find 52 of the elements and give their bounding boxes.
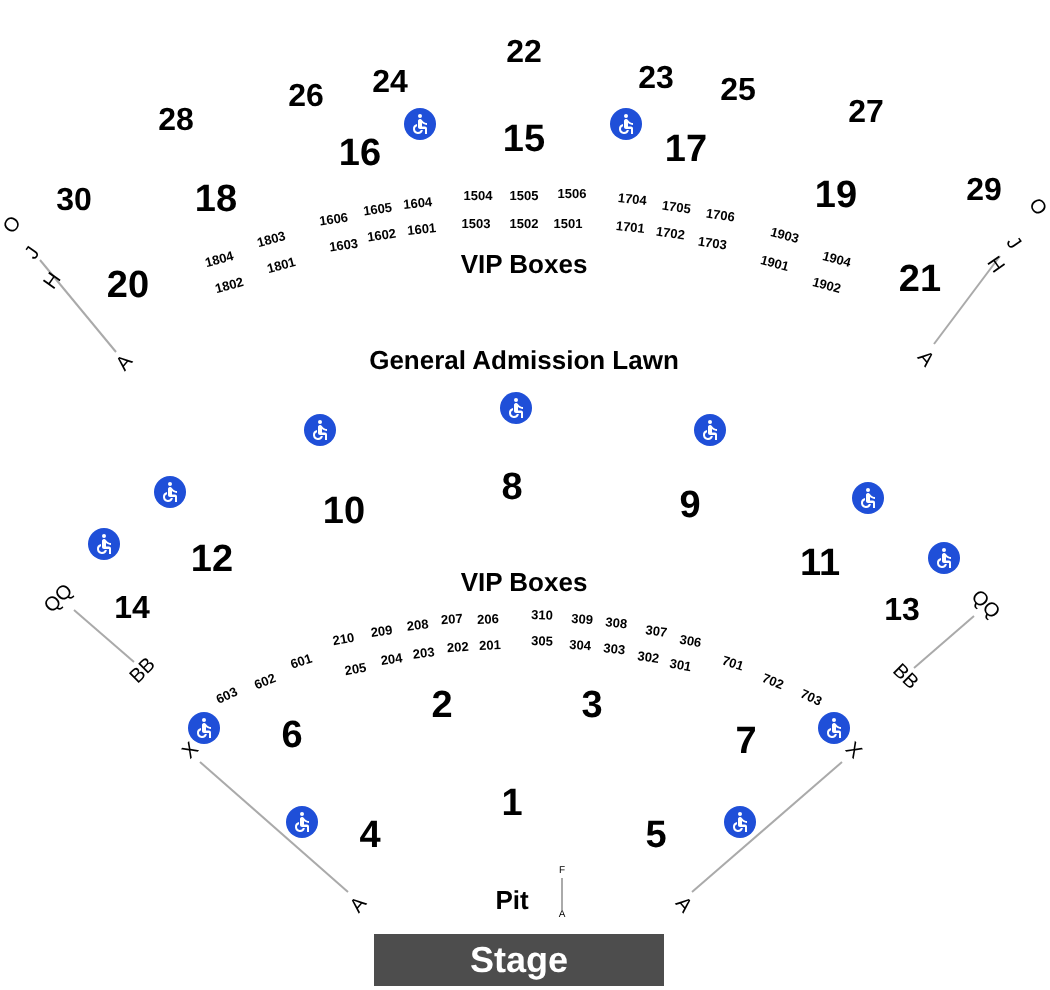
row-letter: A [670, 894, 694, 918]
section-number: 22 [506, 38, 542, 70]
section-number: 14 [114, 594, 150, 626]
section-number: 9 [679, 487, 701, 525]
section-number: 24 [372, 68, 408, 100]
section-number: 18 [194, 181, 238, 219]
section-number: 10 [322, 493, 366, 531]
section-number: 7 [735, 723, 757, 761]
section-number: 30 [56, 186, 92, 218]
section-number: 5 [645, 817, 667, 855]
section-number: 23 [638, 64, 674, 96]
row-letter: A [114, 352, 138, 376]
row-letter: BB [127, 655, 161, 689]
row-letter: H [41, 270, 67, 294]
stage-block [374, 934, 664, 986]
section-number: 8 [501, 469, 523, 507]
section-number: 3 [581, 687, 603, 725]
row-letter: X [180, 740, 204, 764]
row-letter: O [1, 213, 27, 239]
row-letter: QQ [41, 581, 79, 619]
row-letter: A [912, 348, 936, 372]
area-label: General Admission Lawn [369, 347, 679, 373]
row-letter: QQ [965, 587, 1003, 625]
section-number: 29 [966, 176, 1002, 208]
area-label: Pit [495, 887, 529, 913]
section-number: 28 [158, 106, 194, 138]
section-number: 2 [431, 687, 453, 725]
section-number: 11 [799, 545, 841, 583]
row-letter: J [1000, 234, 1024, 254]
row-letter: J [22, 244, 46, 264]
section-number: 21 [898, 261, 942, 299]
section-number: 27 [848, 98, 884, 130]
row-letter: O [1023, 195, 1049, 221]
area-label: VIP Boxes [460, 569, 588, 595]
row-letter: A [348, 894, 372, 918]
section-number: 15 [502, 121, 546, 159]
section-number: 25 [720, 76, 756, 108]
section-number: 4 [359, 817, 381, 855]
row-letter: H [981, 254, 1007, 278]
row-letter: X [840, 740, 864, 764]
section-number: 1 [501, 785, 523, 823]
section-number: 13 [884, 596, 920, 628]
section-number: 16 [338, 135, 382, 173]
section-number: 17 [664, 131, 708, 169]
stage-label: Stage [469, 942, 569, 978]
section-number: 12 [190, 541, 234, 579]
section-number: 26 [288, 82, 324, 114]
section-number: 6 [281, 717, 303, 755]
area-label: VIP Boxes [460, 251, 588, 277]
section-number: 20 [106, 267, 150, 305]
row-letter: BB [887, 661, 921, 695]
section-number: 19 [814, 177, 858, 215]
